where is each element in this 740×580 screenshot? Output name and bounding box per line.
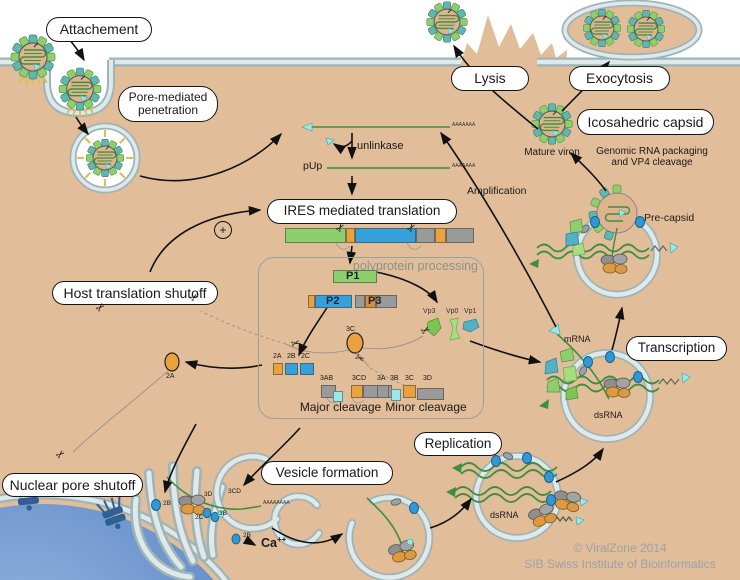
minor-cleavage-label: Minor cleavage xyxy=(385,400,467,414)
label-attachement: Attachement xyxy=(46,17,152,42)
vp1-label: Vp1 xyxy=(464,308,477,315)
genomic-rna-1 xyxy=(301,122,450,132)
polyprotein-bar xyxy=(285,228,474,243)
calcium-label: Ca++ xyxy=(261,535,287,551)
mrna-label: mRNA xyxy=(564,334,591,344)
product-2c-label: 2C xyxy=(301,353,310,360)
label-vesicle-formation: Vesicle formation xyxy=(261,461,393,485)
amplification-label: Amplification xyxy=(467,185,527,197)
polya-tail-1: AAAAAAA xyxy=(452,122,476,128)
group-3a-label: 3A xyxy=(377,375,386,382)
dsrna-replication-label: dsRNA xyxy=(490,510,519,520)
polyprotein-seg-p2 xyxy=(355,228,416,243)
mature-viron-label: Mature viron xyxy=(524,147,580,158)
p3-bar-orange xyxy=(365,295,376,308)
endocytic-vesicle xyxy=(69,122,141,194)
lysis-burst xyxy=(460,15,567,66)
polya-tail-3: AAAAAAAA xyxy=(263,500,290,506)
p2-bar xyxy=(315,295,352,308)
label-host-translation-shutoff: Host translation shutoff xyxy=(52,281,218,305)
transcription-complex xyxy=(603,377,631,398)
er-3b-label: 3B xyxy=(219,510,227,517)
polyprotein-seg-3d xyxy=(446,228,474,243)
credit-text: © ViralZone 2014 SIB Swiss Institute of … xyxy=(510,541,730,572)
p1-label: P1 xyxy=(346,270,360,282)
polyprotein-seg-p1 xyxy=(285,228,346,243)
plus-circle-icon: + xyxy=(214,221,232,239)
polyprotein-seg-2a xyxy=(346,228,355,243)
p2-bar-orange xyxy=(308,295,315,308)
group-3ab-label: 3AB xyxy=(320,375,334,382)
protease-3c-blob xyxy=(346,332,364,354)
product-2a-box xyxy=(273,363,283,375)
er-2b-label: 2B xyxy=(163,500,171,507)
credit-line-1: © ViralZone 2014 xyxy=(573,541,667,555)
pre-capsid-label: Pre-capsid xyxy=(644,212,695,224)
p1-bar xyxy=(333,270,377,283)
pup-label: pUp xyxy=(303,160,323,172)
vp-protein-shapes xyxy=(426,317,480,341)
group-3c-box xyxy=(403,385,416,398)
protease-target-lines xyxy=(72,242,429,453)
er-3cd-label: 3CD xyxy=(228,488,242,495)
er-2b2-label: 2B xyxy=(243,532,251,539)
dsrna-transcription-label: dsRNA xyxy=(594,410,623,420)
group-3cd-label: 3CD xyxy=(352,375,367,382)
label-lysis: Lysis xyxy=(451,66,529,91)
group-3d-label: 3D xyxy=(423,375,432,382)
capsid-protein-cluster-precapsid xyxy=(565,218,586,257)
group-3c-label: 3C xyxy=(405,375,414,382)
p3-bar-gray2 xyxy=(376,295,397,308)
product-2b-label: 2B xyxy=(287,353,296,360)
calcium-charge: ++ xyxy=(276,535,287,544)
er-membranes xyxy=(130,461,227,580)
label-transcription: Transcription xyxy=(626,336,727,361)
pre-capsid-dome xyxy=(588,184,638,241)
label-replication: Replication xyxy=(414,432,502,456)
product-2b-box xyxy=(285,363,298,375)
product-2a-label: 2A xyxy=(273,353,282,360)
genomic-packaging-label: Genomic RNA packaging and VP4 cleavage xyxy=(596,146,708,169)
p3-label: P3 xyxy=(368,295,382,307)
protease-2a-label: 2A xyxy=(166,373,175,380)
er-2c-label: 2C xyxy=(195,514,204,521)
group-3d-box xyxy=(417,388,444,400)
packaging-complex xyxy=(600,253,628,274)
p2-label: P2 xyxy=(326,295,340,307)
p3-bar-gray1 xyxy=(355,295,365,308)
polyprotein-seg-3c xyxy=(435,228,446,243)
group-3a-box xyxy=(377,385,389,398)
credit-line-2: SIB Swiss Institute of Bioinformatics xyxy=(524,556,716,571)
virion-lysis-released xyxy=(426,1,468,43)
polyprotein-processing-box xyxy=(258,257,484,419)
group-3b-label: 3B xyxy=(390,375,399,382)
vesicle-membranes xyxy=(212,216,661,580)
replication-complex-er xyxy=(178,494,206,515)
rna-er xyxy=(166,476,262,510)
protease-2a-blob xyxy=(164,352,180,372)
label-nuclear-pore-shutoff: Nuclear pore shutoff xyxy=(2,473,143,497)
label-pore-penetration: Pore-mediated penetration xyxy=(118,86,218,122)
calcium-symbol: Ca xyxy=(261,536,277,551)
unlinkase-label: unlinkase xyxy=(357,140,404,152)
vp3-label: Vp3 xyxy=(423,308,436,315)
label-icosahedric-capsid: Icosahedric capsid xyxy=(577,109,714,135)
polyprotein-seg-3a xyxy=(416,228,435,243)
membrane-protein-dots xyxy=(151,216,645,546)
group-3ab-cyan xyxy=(333,391,343,402)
vp0-label: Vp0 xyxy=(446,308,459,315)
label-ires-translation: IRES mediated translation xyxy=(267,199,457,224)
protease-3c-label: 3C xyxy=(346,326,355,333)
major-cleavage-label: Major cleavage xyxy=(299,400,382,414)
er-3d-label: 3D xyxy=(204,491,213,498)
label-exocytosis: Exocytosis xyxy=(569,66,670,91)
polyprotein-processing-title: polyprotein processing xyxy=(352,259,478,273)
released-vpg xyxy=(325,137,335,146)
polya-tail-2: AAAAAAA xyxy=(452,163,476,169)
group-3b-box xyxy=(391,389,401,401)
capsid-protein-cluster-transcription xyxy=(544,347,579,401)
product-2c-box xyxy=(300,363,314,375)
group-3cd-orange xyxy=(351,385,363,398)
